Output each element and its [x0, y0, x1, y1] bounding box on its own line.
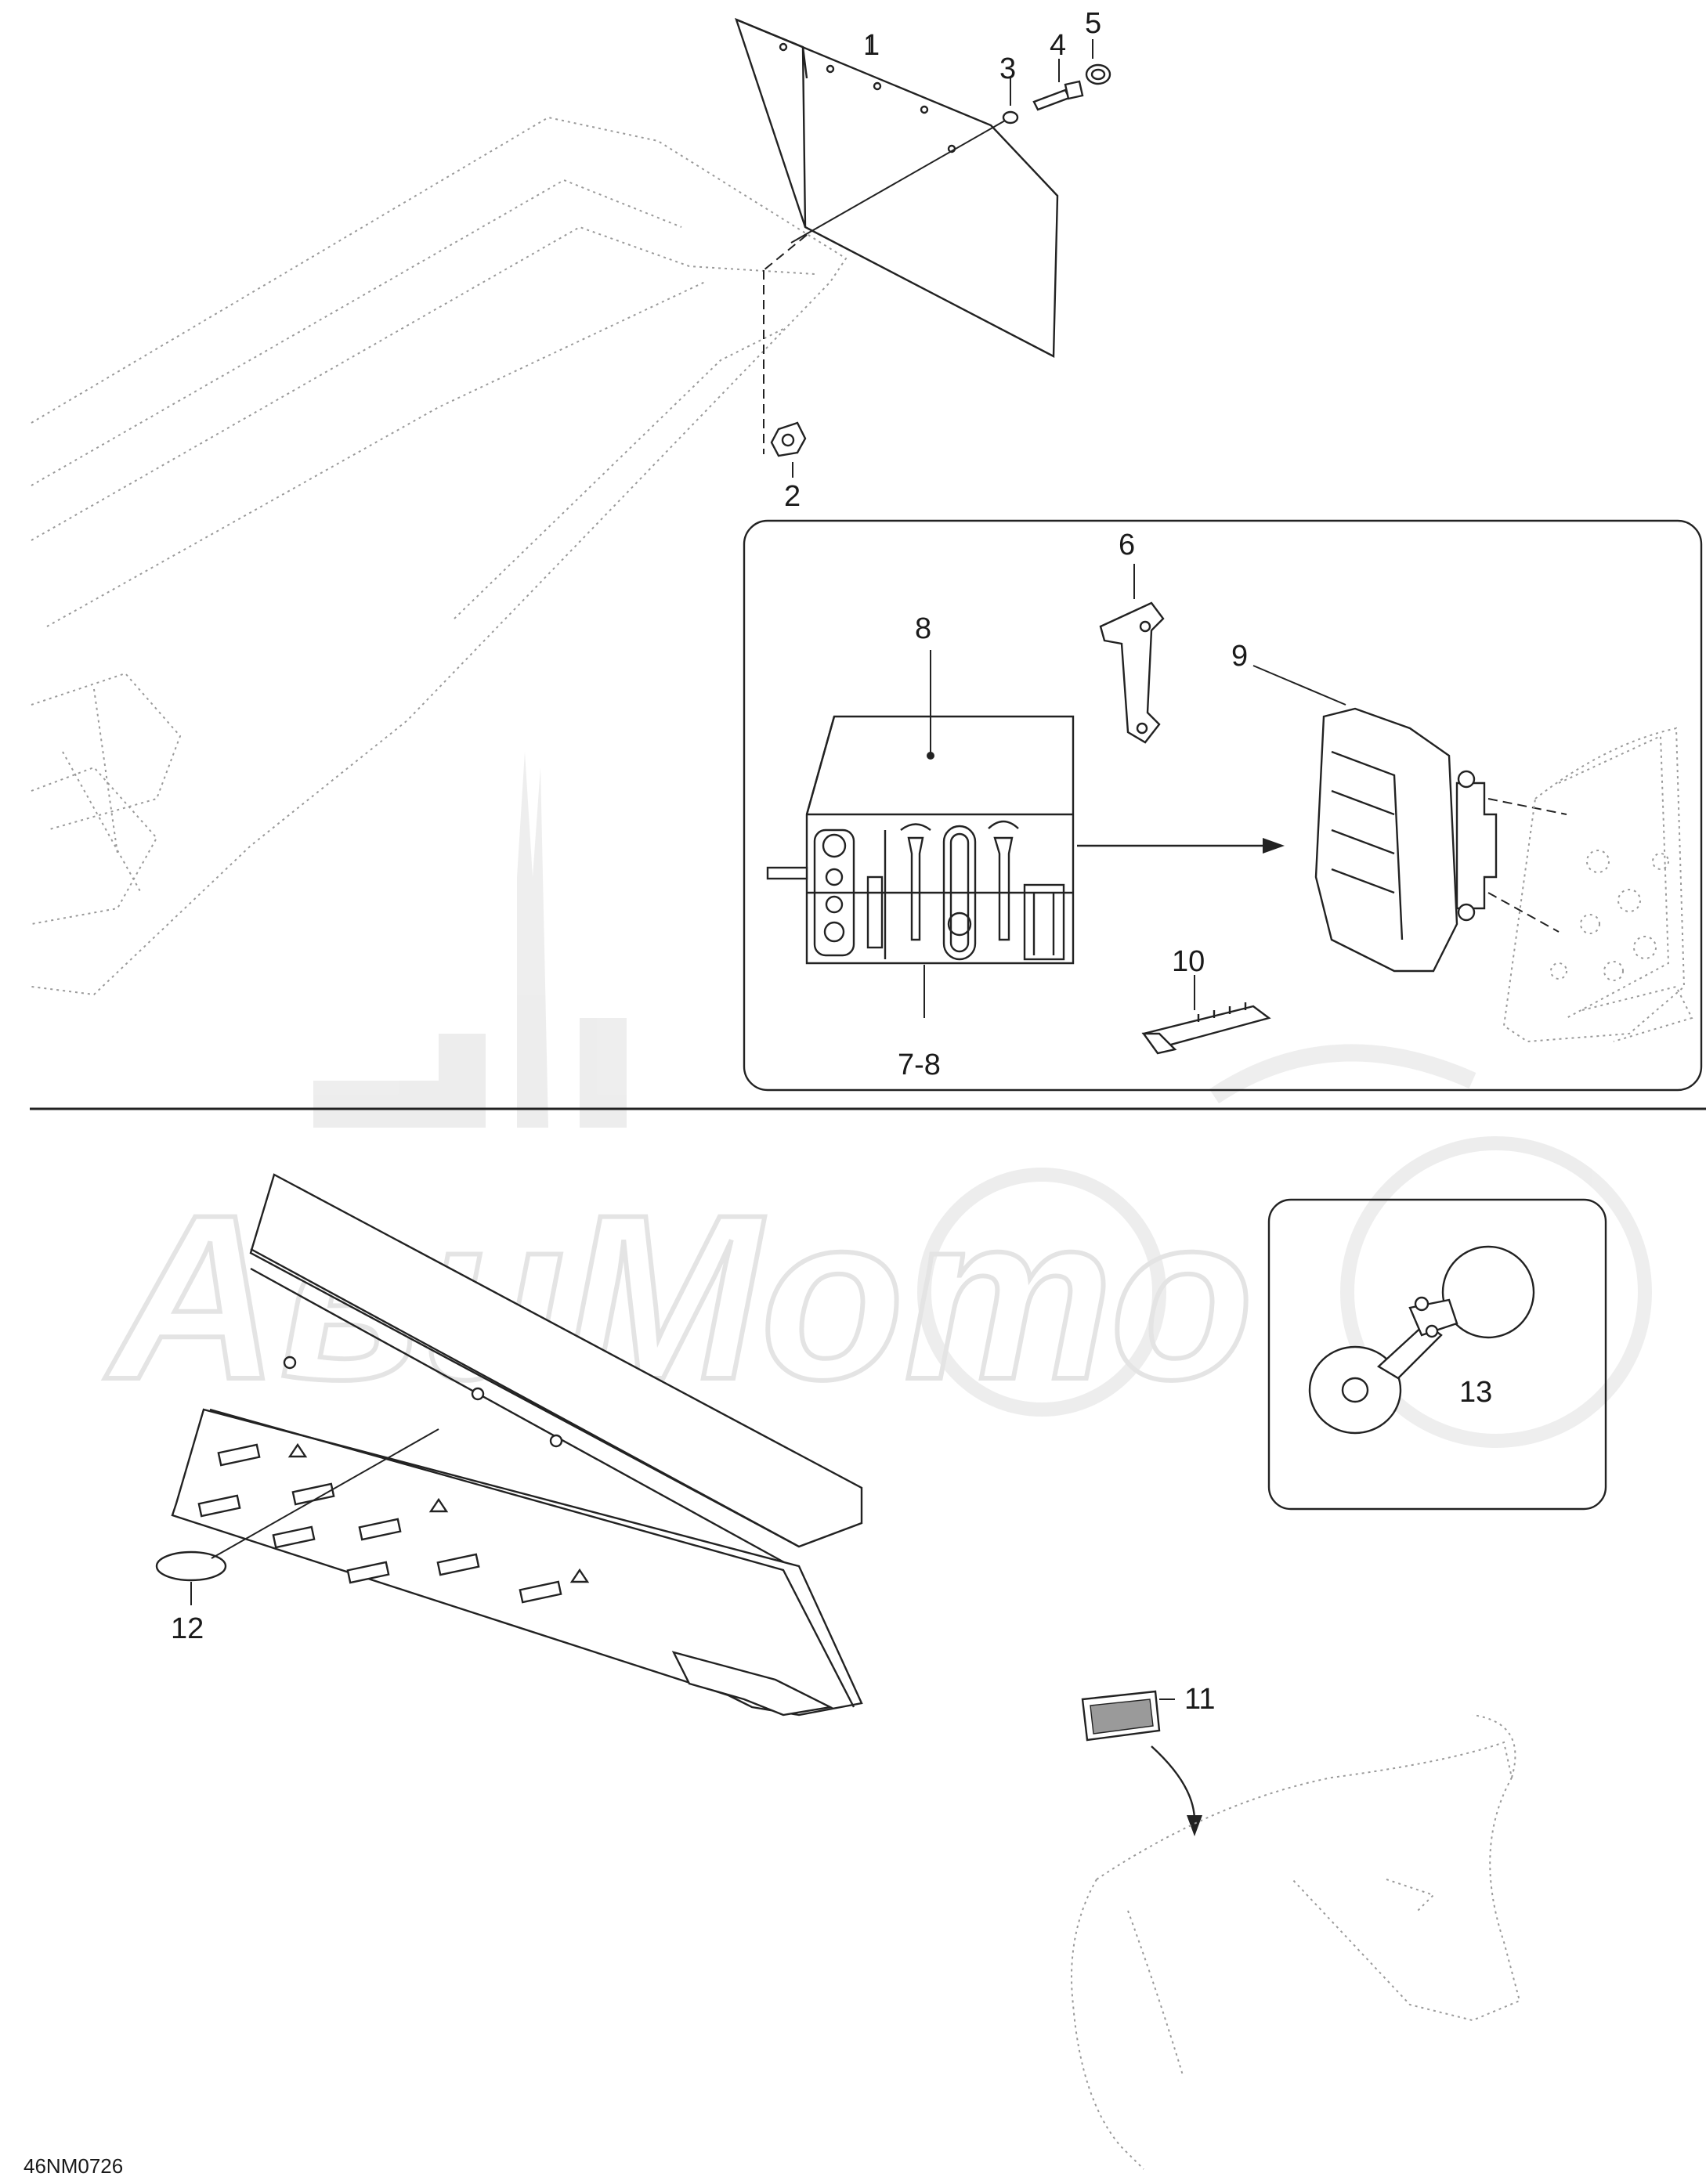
callout-7-8: 7-8	[898, 1049, 941, 1081]
callout-8: 8	[915, 612, 931, 645]
ring	[1085, 63, 1111, 85]
ghost-frame	[31, 116, 848, 996]
tool-bag	[766, 650, 1075, 1018]
toolkit-inset	[743, 519, 1703, 1092]
washer	[1002, 110, 1019, 125]
mud-flap	[735, 17, 1059, 358]
callout-5: 5	[1085, 7, 1101, 40]
inset-frame	[743, 519, 1703, 1092]
callout-6: 6	[1119, 529, 1135, 561]
drawing-code: 46NM0726	[23, 2154, 123, 2178]
callout-11: 11	[1184, 1683, 1215, 1716]
callout-10: 10	[1172, 945, 1205, 978]
callout-4: 4	[1050, 29, 1066, 62]
mounting-plate	[1502, 727, 1693, 1043]
callout-1: 1	[863, 29, 880, 62]
rubber-strap	[1141, 975, 1271, 1055]
running-board	[155, 1173, 863, 1717]
horn-body	[1377, 1322, 1443, 1380]
horn-inset	[1267, 1198, 1607, 1511]
mud-flap-assembly	[735, 17, 1111, 478]
horn-bell	[1441, 1245, 1535, 1339]
traction-slots	[197, 1443, 562, 1604]
watermark: АвиМото	[100, 752, 1652, 1448]
callout-2: 2	[784, 480, 801, 513]
tool-holder	[1252, 665, 1567, 973]
nut	[770, 421, 807, 457]
spanner-wrench	[1099, 564, 1165, 744]
callout-9: 9	[1231, 640, 1248, 673]
bolt	[1032, 88, 1071, 111]
horn-frame	[1267, 1198, 1607, 1511]
callout-12: 12	[171, 1612, 204, 1645]
callout-13: 13	[1459, 1376, 1492, 1409]
round-decal	[155, 1550, 227, 1582]
hood-decal	[1071, 1690, 1521, 2170]
callout-3: 3	[999, 52, 1016, 85]
